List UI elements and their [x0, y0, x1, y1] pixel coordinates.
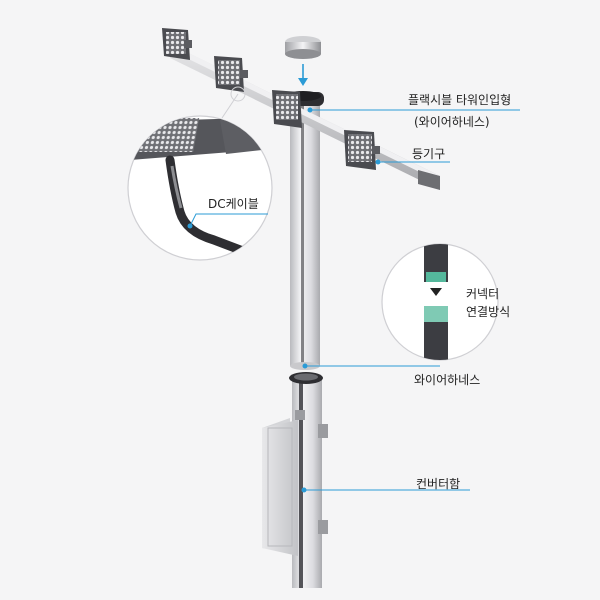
- label-converter-box: 컨버터함: [416, 477, 461, 491]
- label-flexible-tower-line2: (와이어하네스): [414, 115, 490, 129]
- lamp-fixture-4: [344, 130, 381, 170]
- upper-pole: [290, 104, 320, 370]
- zoom-source-marker: [230, 86, 246, 102]
- zoom-connector-line: [221, 93, 239, 119]
- pole-joint: [289, 372, 323, 384]
- label-connector-line1: 커넥터: [466, 287, 500, 301]
- lamp-fixture-2: [214, 56, 248, 92]
- lamp-fixture-3: [272, 90, 302, 128]
- leader-lines: [187, 107, 520, 493]
- label-connector-line2: 연결방식: [466, 305, 511, 319]
- label-flexible-tower-line1: 플랙시블 타워인입형: [408, 93, 512, 107]
- converter-box: [262, 410, 328, 556]
- label-dc-cable: DC케이블: [208, 197, 259, 211]
- lamp-fixture-1: [162, 28, 192, 60]
- zoom-bubble-connector: [381, 243, 499, 361]
- label-wire-harness: 와이어하네스: [414, 373, 481, 387]
- pole-cap: [285, 36, 321, 86]
- label-lamp: 등기구: [412, 147, 446, 161]
- zoom-bubble-dc-cable: [127, 115, 273, 261]
